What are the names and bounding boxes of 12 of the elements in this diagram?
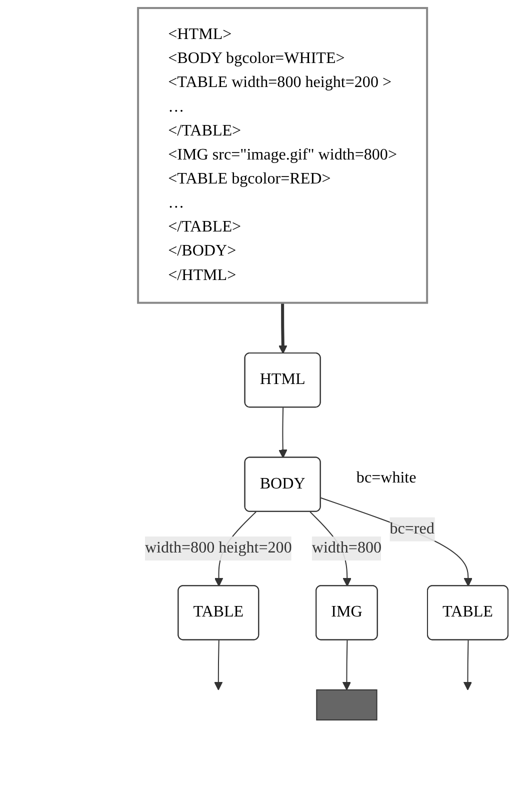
arrow — [278, 408, 288, 458]
node-label: bc=white — [356, 469, 416, 486]
edge-label: width=800 height=200 — [144, 539, 292, 557]
node-box — [316, 689, 378, 720]
arrow — [320, 497, 473, 586]
edge-label: bc=red — [390, 520, 434, 538]
arrow — [214, 640, 223, 690]
arrow — [463, 640, 472, 690]
edge-label: width=800 — [312, 539, 382, 557]
arrow — [342, 640, 352, 690]
arrow — [278, 302, 288, 354]
node-box: <HTML> <BODY bgcolor=WHITE> <TABLE width=800 height=200 > … </TABLE> <IMG src="image.gif" width=800> <TABLE bgcolor=RED> … </TABLE> </BODY> </HTML> — [137, 7, 428, 304]
